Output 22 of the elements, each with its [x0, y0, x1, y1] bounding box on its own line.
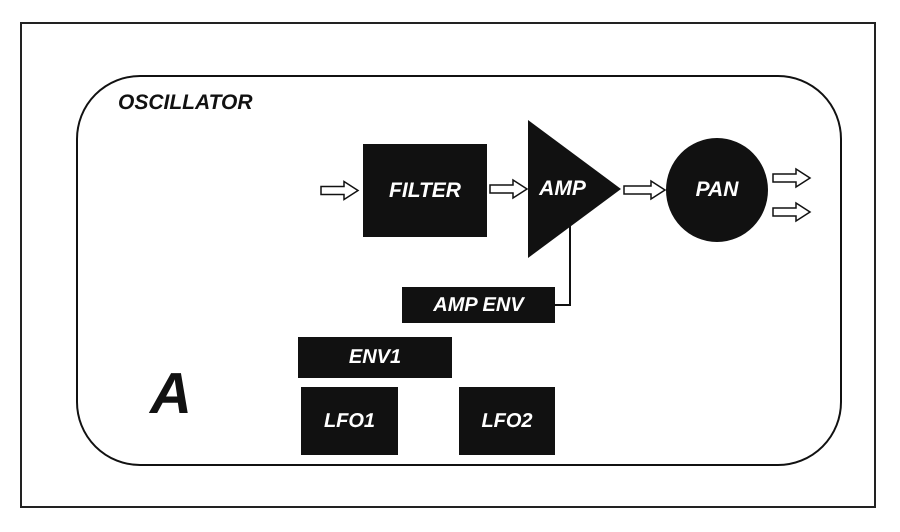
signal-arrow — [623, 180, 666, 200]
module-label: FILTER — [389, 178, 461, 202]
module-box — [402, 287, 555, 323]
module-label: LFO2 — [481, 410, 533, 432]
module-label: AMP — [539, 177, 586, 201]
module-label: AMP ENV — [433, 294, 524, 316]
panel-heading: OSCILLATOR — [118, 91, 253, 115]
panel-letter: A — [150, 360, 192, 427]
amplifier-triangle — [528, 120, 621, 258]
signal-arrow — [489, 178, 528, 200]
module-label: PAN — [696, 178, 738, 202]
module-box — [298, 337, 452, 378]
module-box — [301, 387, 398, 455]
module-label: LFO1 — [324, 410, 376, 432]
module-label: ENV1 — [348, 346, 402, 369]
signal-arrow — [772, 202, 812, 222]
module-box — [459, 387, 555, 455]
oscillator-panel — [76, 75, 842, 466]
module-box — [363, 144, 487, 237]
signal-arrow — [772, 168, 812, 188]
pan-circle — [666, 138, 768, 242]
signal-arrow — [320, 180, 360, 201]
